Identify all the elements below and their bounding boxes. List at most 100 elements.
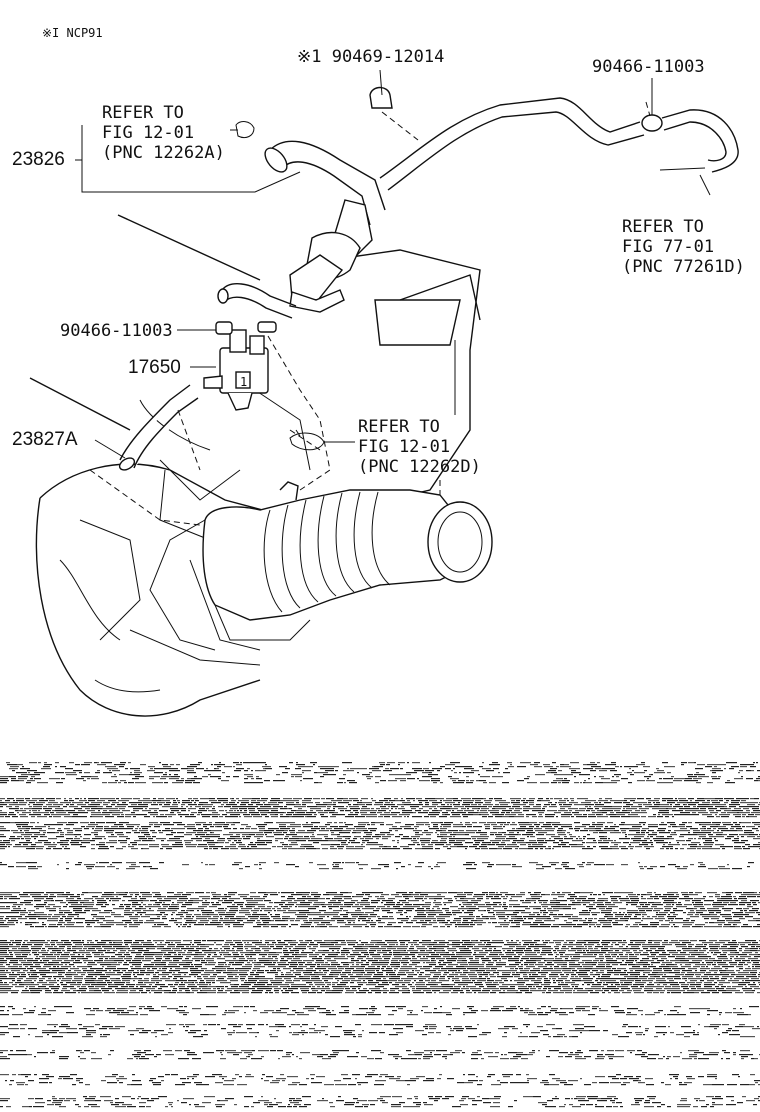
scan-noise xyxy=(432,802,442,804)
scan-noise xyxy=(609,920,612,922)
scan-noise xyxy=(337,950,339,952)
scan-noise xyxy=(41,950,46,952)
scan-noise xyxy=(380,806,386,808)
scan-noise xyxy=(254,898,265,900)
scan-noise xyxy=(185,842,191,844)
scan-noise xyxy=(187,824,195,826)
scan-noise xyxy=(29,954,31,956)
scan-noise xyxy=(489,948,492,950)
scan-noise xyxy=(688,762,694,764)
scan-noise xyxy=(450,762,460,764)
scan-noise xyxy=(681,892,688,894)
scan-noise xyxy=(673,924,675,926)
scan-noise xyxy=(553,940,556,942)
scan-noise xyxy=(208,918,218,920)
scan-noise xyxy=(333,774,336,776)
scan-noise xyxy=(48,904,55,906)
scan-noise xyxy=(132,946,142,948)
scan-noise xyxy=(192,804,197,806)
scan-noise xyxy=(370,812,376,814)
scan-noise xyxy=(280,828,290,830)
scan-noise xyxy=(295,906,297,908)
scan-noise xyxy=(663,894,674,896)
scan-noise xyxy=(404,950,406,952)
scan-noise xyxy=(9,808,19,810)
scan-noise xyxy=(690,910,694,912)
scan-noise xyxy=(185,944,191,946)
scan-noise xyxy=(376,838,379,840)
scan-noise xyxy=(742,846,745,848)
scan-noise xyxy=(466,830,477,832)
scan-noise xyxy=(716,816,720,818)
scan-noise xyxy=(110,944,117,946)
scan-noise xyxy=(564,812,571,814)
scan-noise xyxy=(538,812,544,814)
scan-noise xyxy=(0,926,9,928)
scan-noise xyxy=(534,950,540,952)
scan-noise xyxy=(708,834,713,836)
scan-noise xyxy=(729,804,740,806)
scan-noise xyxy=(15,844,21,846)
scan-noise xyxy=(166,798,175,800)
scan-noise xyxy=(298,830,305,832)
scan-noise xyxy=(17,910,26,912)
scan-noise xyxy=(726,894,731,896)
scan-noise xyxy=(594,864,605,866)
scan-noise xyxy=(184,826,195,828)
scan-noise xyxy=(15,806,19,808)
scan-noise xyxy=(219,762,221,764)
scan-noise xyxy=(237,810,239,812)
scan-noise xyxy=(338,840,347,842)
scan-noise xyxy=(549,914,557,916)
scan-noise xyxy=(747,804,755,806)
scan-noise xyxy=(619,824,624,826)
scan-noise xyxy=(710,770,712,772)
scan-noise xyxy=(731,802,739,804)
scan-noise xyxy=(628,814,635,816)
scan-noise xyxy=(464,898,475,900)
scan-noise xyxy=(414,826,419,828)
scan-noise xyxy=(217,958,225,960)
scan-noise xyxy=(113,942,115,944)
scan-noise xyxy=(45,810,51,812)
scan-noise xyxy=(670,834,677,836)
scan-noise xyxy=(85,802,89,804)
scan-noise xyxy=(570,956,572,958)
scan-noise xyxy=(742,952,752,954)
scan-noise xyxy=(749,834,758,836)
scan-noise xyxy=(585,804,594,806)
scan-noise xyxy=(226,950,235,952)
scan-noise xyxy=(77,916,79,918)
scan-noise xyxy=(138,804,143,806)
scan-noise xyxy=(371,920,373,922)
scan-noise xyxy=(715,844,724,846)
scan-noise xyxy=(583,836,586,838)
scan-noise xyxy=(735,926,740,928)
scan-noise xyxy=(534,894,537,896)
scan-noise xyxy=(631,900,639,902)
scan-noise xyxy=(339,822,343,824)
scan-noise xyxy=(143,866,146,868)
scan-noise xyxy=(740,956,751,958)
scan-noise xyxy=(724,802,728,804)
scan-noise xyxy=(205,828,209,830)
scan-noise xyxy=(676,956,685,958)
scan-noise xyxy=(289,912,296,914)
scan-noise xyxy=(322,954,325,956)
scan-noise xyxy=(587,764,597,766)
scan-noise xyxy=(659,806,665,808)
scan-noise xyxy=(673,908,677,910)
scan-noise xyxy=(453,914,456,916)
scan-noise xyxy=(124,926,127,928)
scan-noise xyxy=(453,832,464,834)
scan-noise xyxy=(112,904,115,906)
scan-noise xyxy=(455,766,465,768)
scan-noise xyxy=(97,770,100,772)
scan-noise xyxy=(16,804,26,806)
scan-noise xyxy=(558,844,566,846)
scan-noise xyxy=(621,816,630,818)
scan-noise xyxy=(19,842,24,844)
scan-noise xyxy=(279,826,286,828)
scan-noise xyxy=(565,914,573,916)
scan-noise xyxy=(356,894,364,896)
